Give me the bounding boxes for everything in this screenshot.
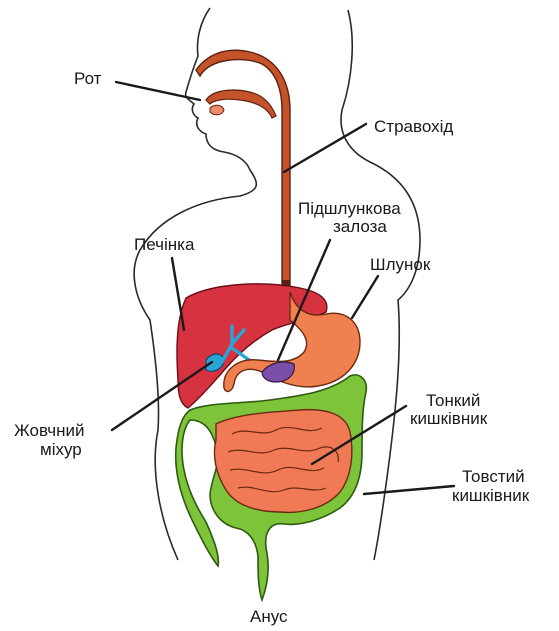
label-mouth: Рот	[74, 69, 102, 88]
label-esophagus: Стравохід	[374, 117, 453, 136]
label-pancreas-line2: залоза	[333, 217, 387, 236]
liver	[177, 284, 327, 408]
label-small-intestine-line2: кишківник	[410, 409, 488, 428]
label-small-intestine-line1: Тонкий	[426, 391, 480, 410]
label-stomach: Шлунок	[370, 255, 431, 274]
label-pancreas-line1: Підшлункова	[298, 199, 401, 218]
label-large-intestine-line1: Товстий	[462, 467, 525, 486]
label-gallbladder-line1: Жовчний	[14, 421, 84, 440]
label-gallbladder-line2: міхур	[40, 440, 82, 459]
label-anus: Анус	[250, 607, 288, 626]
label-large-intestine-line2: кишківник	[452, 486, 530, 505]
esophagus	[196, 50, 290, 292]
small-intestine	[214, 410, 351, 513]
label-liver: Печінка	[134, 235, 195, 254]
